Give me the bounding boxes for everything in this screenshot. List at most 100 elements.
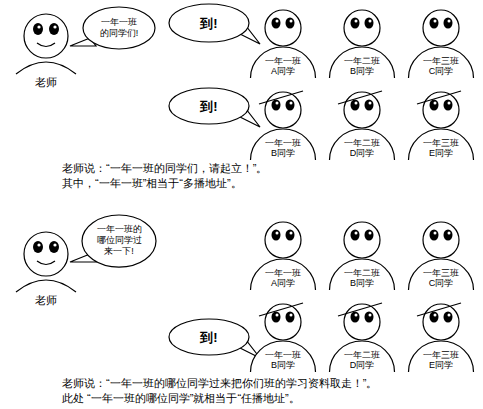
text-group: 到!	[168, 3, 250, 43]
caption-line: 此处 “一年一班的哪位同学”就相当于“任播地址”。	[62, 391, 300, 405]
bubble-text: 到!	[200, 16, 217, 31]
student-text: C同学	[429, 278, 454, 288]
teacher-head	[24, 14, 68, 58]
student-head	[259, 91, 303, 128]
text-group: 到!	[168, 87, 250, 125]
text-group: 一年一班的 哪位同学过 来一下!	[81, 214, 157, 268]
torso-outline	[409, 129, 474, 160]
torso-outline	[251, 47, 316, 78]
speech-bubble: 到!	[168, 3, 250, 43]
text-group: 一年一班B同学	[250, 350, 316, 370]
torso-outline	[330, 341, 395, 372]
torso-outline	[330, 47, 395, 78]
student-text: B同学	[271, 360, 295, 370]
torso-outline	[409, 341, 474, 372]
teacher-name: 老师	[35, 293, 57, 307]
student-body: 一年一班A同学	[250, 258, 316, 290]
student-text: 一年二班	[344, 56, 380, 66]
bubble-text: 到!	[200, 99, 217, 114]
bubble-outline	[83, 7, 155, 49]
student-text: 一年三班	[423, 268, 459, 278]
bubble-outline	[169, 4, 249, 42]
teacher-label: 老师	[26, 292, 66, 308]
student-body: 一年三班E同学	[408, 128, 474, 160]
student-body: 一年三班C同学	[408, 258, 474, 290]
student-text: A同学	[271, 278, 295, 288]
student-text: E同学	[429, 148, 453, 158]
text-group: 到!	[168, 318, 250, 356]
text-group: 一年一班A同学	[250, 56, 316, 76]
torso-outline	[251, 341, 316, 372]
student-text: D同学	[350, 148, 375, 158]
student-text: B同学	[350, 278, 374, 288]
student-text: B同学	[350, 66, 374, 76]
student-text: 一年一班	[265, 56, 301, 66]
text-group: 一年三班C同学	[408, 268, 474, 288]
teacher-shoulders	[16, 62, 76, 74]
speech-bubble: 到!	[168, 87, 250, 125]
student-text: 一年三班	[423, 56, 459, 66]
student-text: 一年二班	[344, 350, 380, 360]
bubble-text: 到!	[200, 330, 217, 345]
bubble-text: 一年一班 的同学们!	[97, 17, 141, 39]
caption-line: 老师说：“一年一班的哪位同学过来把你们班的学习资料取走！”。	[62, 376, 377, 390]
student-text: A同学	[271, 66, 295, 76]
student-text: C同学	[429, 66, 454, 76]
student-head	[423, 222, 459, 258]
text-group: 一年二班B同学	[329, 268, 395, 288]
speech-bubble: 到!	[168, 318, 250, 356]
text-group: 一年一班A同学	[250, 268, 316, 288]
student-text: B同学	[271, 148, 295, 158]
text-group: 一年二班D同学	[329, 138, 395, 158]
text-group: 一年一班 的同学们!	[82, 6, 156, 50]
student-text: 一年三班	[423, 350, 459, 360]
student-head	[417, 303, 461, 340]
torso-outline	[251, 129, 316, 160]
student-text: D同学	[350, 360, 375, 370]
text-group: 一年三班E同学	[408, 138, 474, 158]
student-body: 一年一班B同学	[250, 340, 316, 372]
student-body: 一年一班B同学	[250, 128, 316, 160]
student-head	[344, 10, 380, 46]
text-group: 一年一班B同学	[250, 138, 316, 158]
bubble-outline	[82, 215, 156, 267]
teacher-label: 老师	[26, 74, 66, 90]
torso-outline	[330, 259, 395, 290]
student-head	[338, 303, 382, 340]
student-head	[265, 10, 301, 46]
student-body: 一年三班E同学	[408, 340, 474, 372]
caption-line: 老师说：“一年一班的同学们，请起立！”。	[62, 161, 267, 175]
torso-outline	[330, 129, 395, 160]
student-body: 一年二班D同学	[329, 340, 395, 372]
student-head	[417, 91, 461, 128]
torso-outline	[409, 259, 474, 290]
student-text: 一年二班	[344, 138, 380, 148]
torso-outline	[251, 259, 316, 290]
student-text: 一年一班	[265, 350, 301, 360]
speech-bubble: 一年一班的 哪位同学过 来一下!	[81, 214, 157, 268]
student-body: 一年一班A同学	[250, 46, 316, 78]
caption-line: 其中，“一年一班”相当于“多播地址”。	[62, 176, 242, 190]
speech-bubble: 一年一班 的同学们!	[82, 6, 156, 50]
student-head	[344, 222, 380, 258]
text-group: 一年二班D同学	[329, 350, 395, 370]
student-text: 一年二班	[344, 268, 380, 278]
bubble-outline	[169, 319, 249, 355]
text-group: 一年三班E同学	[408, 350, 474, 370]
teacher-head	[24, 232, 68, 276]
student-text: E同学	[429, 360, 453, 370]
text-group: 老师	[26, 74, 66, 90]
student-text: 一年一班	[265, 138, 301, 148]
text-group: 老师	[26, 292, 66, 308]
student-body: 一年三班C同学	[408, 46, 474, 78]
torso-outline	[409, 47, 474, 78]
text-group: 一年三班C同学	[408, 56, 474, 76]
student-body: 一年二班D同学	[329, 128, 395, 160]
student-head	[338, 91, 382, 128]
student-text: 一年三班	[423, 138, 459, 148]
student-text: 一年一班	[265, 268, 301, 278]
student-body: 一年二班B同学	[329, 46, 395, 78]
bubble-text: 一年一班的 哪位同学过 来一下!	[96, 224, 143, 257]
student-body: 一年二班B同学	[329, 258, 395, 290]
teacher-name: 老师	[35, 75, 57, 89]
